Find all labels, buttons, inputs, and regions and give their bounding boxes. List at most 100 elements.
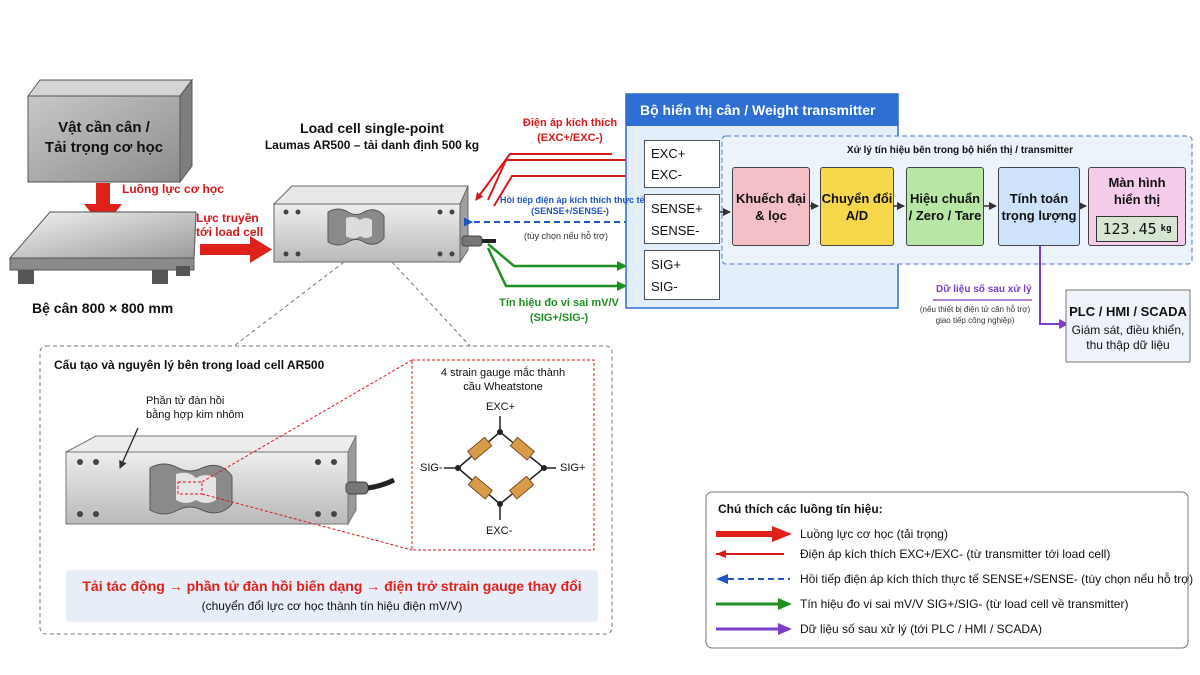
plc-desc: Giám sát, điều khiển, thu thập dữ liệu [1066,323,1190,353]
bridge-box [411,359,595,551]
element-line2: bằng hợp kim nhôm [146,409,244,421]
detail-loadcell [65,435,396,526]
calibration-line1: Hiệu chuẩn [909,190,981,206]
plc-title: PLC / HMI / SCADA [1069,304,1187,319]
sense-note: (tùy chọn nếu hỗ trợ) [524,231,608,241]
amplifier-line2: & lọc [755,207,787,223]
digital-label: Dữ liệu số sau xử lý [936,284,1032,295]
legend-item-excitation: Điện áp kích thích EXC+/EXC- (từ transmi… [716,544,1110,564]
lcd-display: 123.45 kg [1096,216,1178,242]
bridge-title: 4 strain gauge mắc thành cầu Wheatstone [412,366,594,394]
excitation-line1: Điện áp kích thích [522,117,618,129]
digital-data-arrow [1039,246,1069,329]
amplifier-block: Khuếch đại& lọc [732,167,810,246]
calculation-line2: trọng lượng [1001,207,1077,223]
pin-sense-plus: SENSE+ [651,201,703,216]
pin-exc-minus: EXC- [651,167,683,182]
digital-note2: giao tiếp công nghiệp) [935,316,1015,325]
loadcell-subtitle: Laumas AR500 – tải danh định 500 kg [264,138,480,152]
sense-label: Hồi tiếp điện áp kích thích thực tế (SEN… [500,195,645,217]
loadcell-title: Load cell single-point [300,120,444,136]
excitation-line2: (EXC+/EXC-) [537,132,603,144]
signal-line2: (SIG+/SIG-) [529,312,589,324]
principle-sub: (chuyển đổi lực cơ học thành tín hiệu đi… [201,599,463,613]
excitation-pins: EXC+ EXC- [644,140,720,188]
transmitter-header [626,94,898,126]
legend-title: Chú thích các luồng tín hiệu: [718,502,883,516]
wheatstone-bridge [444,416,556,520]
zoom-line-right [391,261,471,347]
sense-line1: Hồi tiếp điện áp kích thích thực tế [500,195,645,205]
scale-platform [8,211,197,284]
sense-line2: (SENSE+/SENSE-) [531,206,609,216]
signal-line1: Tín hiệu đo vi sai mV/V [499,297,619,309]
element-line1: Phần tử đàn hồi [146,395,225,407]
pin-sig-plus: SIG+ [651,257,681,272]
force-label: Luồng lực cơ học [122,182,224,196]
bridge-zoom-bottom [201,493,413,551]
object-line2: Tải trọng cơ học [44,139,164,156]
signal-label: Tín hiệu đo vi sai mV/V (SIG+/SIG-) [492,296,626,326]
bridge-line2: cầu Wheatstone [463,381,543,393]
element-pointer [119,427,139,469]
transfer-label: Lực truyền tới load cell [196,211,264,239]
internal-title: Xử lý tín hiệu bên trong bộ hiển thị / t… [846,145,1074,156]
amplifier-line1: Khuếch đại [735,190,807,206]
excitation-label: Điện áp kích thích (EXC+/EXC-) [510,116,630,146]
loadcell-image [272,185,496,264]
legend-item-sense: Hồi tiếp điện áp kích thích thực tế SENS… [716,569,1193,589]
lcd-unit: kg [1160,224,1172,234]
object-line1: Vật cần cân / [58,119,150,136]
object-box [27,78,193,184]
element-label: Phần tử đàn hồi bằng hợp kim nhôm [146,394,244,422]
bridge-zoom-top [201,359,413,483]
digital-note: (nếu thiết bị điện tử cân hỗ trợ) giao t… [910,304,1040,326]
legend-item-force: Luồng lực cơ học (tải trọng) [716,524,948,544]
plc-box [1065,289,1191,363]
object-label: Vật cần cân / Tải trọng cơ học [28,118,180,158]
detail-title: Cấu tạo và nguyên lý bên trong load cell… [54,358,325,372]
transfer-line2: tới load cell [196,225,264,239]
bridge-sig-plus: SIG+ [560,462,586,474]
display-line2: hiển thị [1113,192,1161,207]
pin-sense-minus: SENSE- [651,223,700,238]
legend-label-excitation: Điện áp kích thích EXC+/EXC- (từ transmi… [800,547,1111,561]
legend-item-signal: Tín hiệu đo vi sai mV/V SIG+/SIG- (từ lo… [716,594,1128,614]
plc-line2: thu thập dữ liệu [1086,338,1170,352]
bridge-exc-plus: EXC+ [486,401,516,413]
legend-samples [716,526,792,635]
pin-exc-plus: EXC+ [651,146,686,161]
bridge-sig-minus: SIG- [420,462,443,474]
plc-line1: Giám sát, điều khiển, [1071,323,1185,337]
transfer-arrow [200,236,272,263]
bridge-exc-minus: EXC- [486,525,513,537]
lcd-value: 123.45 [1102,220,1157,238]
calculation-line1: Tính toán [1009,190,1069,206]
principle-text: Tải tác động → phần tử đàn hồi biến dạng… [82,578,582,594]
legend-label-digital: Dữ liệu số sau xử lý (tới PLC / HMI / SC… [800,622,1042,636]
legend-label-signal: Tín hiệu đo vi sai mV/V SIG+/SIG- (từ lo… [800,597,1129,611]
calibration-block: Hiệu chuẩn/ Zero / Tare [906,167,984,246]
adc-line1: Chuyển đổi [821,190,893,206]
bridge-line1: 4 strain gauge mắc thành [440,367,566,379]
platform-label: Bệ cân 800 × 800 mm [32,300,174,316]
digital-note1: (nếu thiết bị điện tử cân hỗ trợ) [919,305,1031,314]
calibration-line2: / Zero / Tare [908,207,982,223]
legend-box [705,491,1189,649]
legend-label-sense: Hồi tiếp điện áp kích thích thực tế SENS… [800,572,1194,586]
transmitter-title: Bộ hiển thị cân / Weight transmitter [640,102,876,118]
sense-pins: SENSE+ SENSE- [644,194,720,244]
zoom-line-left [233,261,345,347]
signal-pins: SIG+ SIG- [644,250,720,300]
signal-wires [486,243,627,291]
principle-band [66,570,598,622]
adc-line2: A/D [845,207,869,223]
pin-sig-minus: SIG- [651,279,678,294]
legend-label-force: Luồng lực cơ học (tải trọng) [800,527,948,541]
transfer-line1: Lực truyền [196,211,259,225]
legend-item-digital: Dữ liệu số sau xử lý (tới PLC / HMI / SC… [716,619,1042,639]
processing-arrows [718,202,1087,216]
